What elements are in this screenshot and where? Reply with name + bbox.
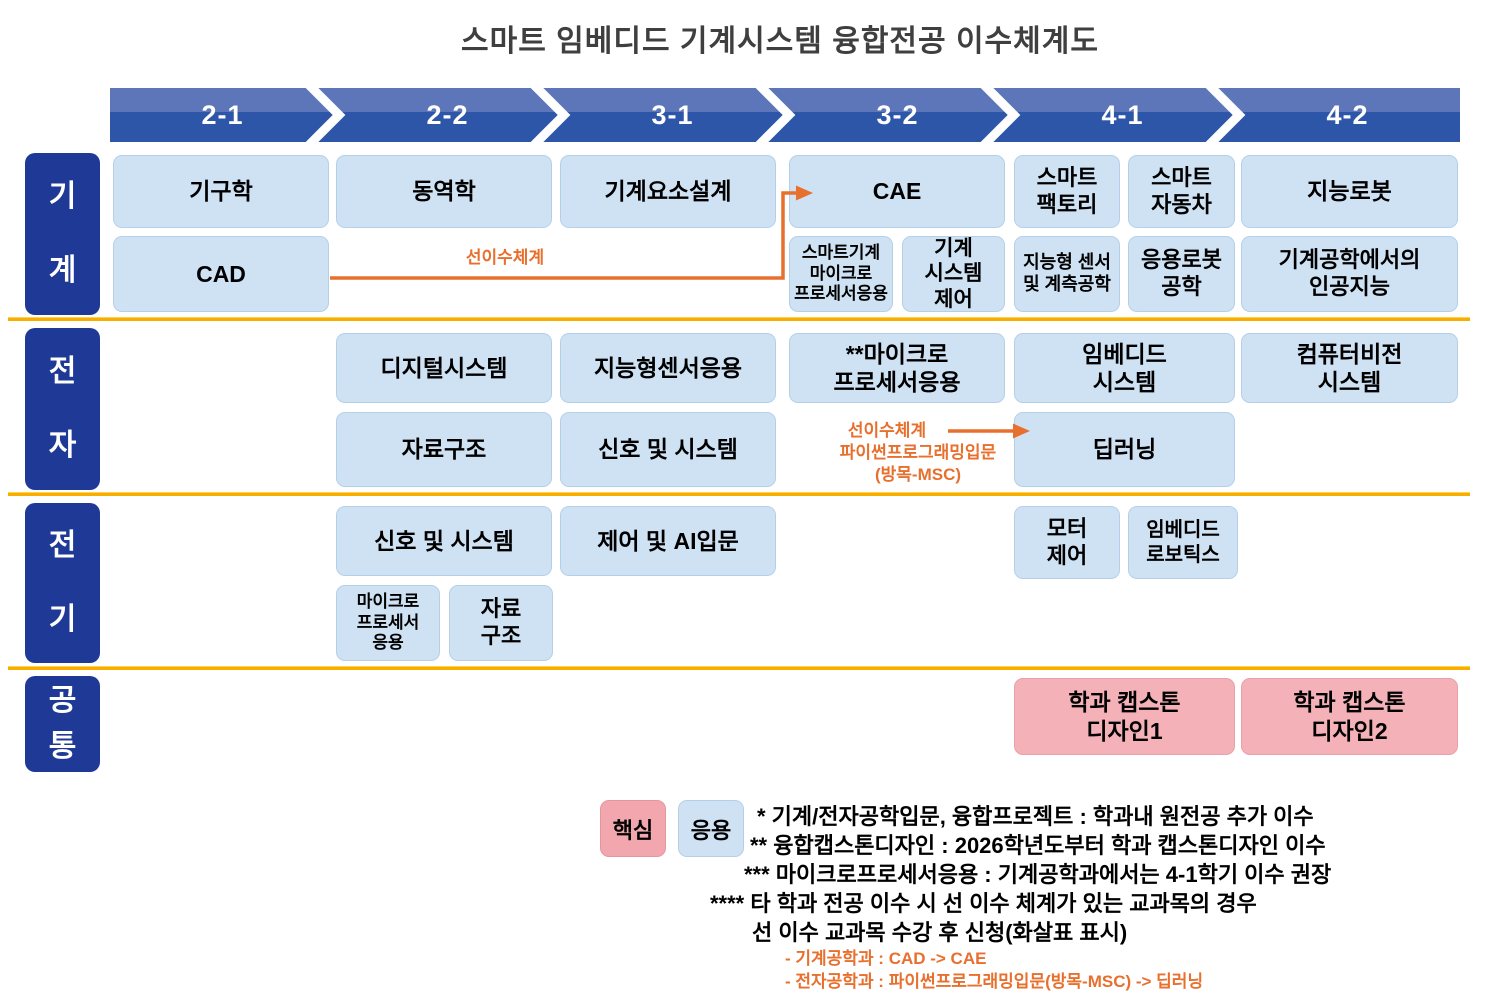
course-cad: CAD: [113, 236, 329, 312]
footnote-line-4: **** 타 학과 전공 이수 시 선 이수 체계가 있는 교과목의 경우: [710, 891, 1257, 916]
course-capstone-design-2: 학과 캡스톤 디자인2: [1241, 678, 1458, 755]
course-computer-vision-system: 컴퓨터비전 시스템: [1241, 333, 1458, 403]
legend-core-box: 핵심: [600, 800, 666, 857]
footnote-line-2: ** 융합캡스톤디자인 : 2026학년도부터 학과 캡스톤디자인 이수: [750, 833, 1326, 858]
course-deep-learning: 딥러닝: [1014, 412, 1235, 487]
section-divider-1: [8, 317, 1470, 321]
row-label-mechanical: 기 계: [25, 153, 100, 315]
row-label-electrical: 전 기: [25, 503, 100, 663]
footnote-orange-elec: - 전자공학과 : 파이썬프로그래밍입문(방목-MSC) -> 딥러닝: [785, 972, 1204, 991]
semester-3-2: 3-2: [876, 100, 919, 130]
course-capstone-design-1: 학과 캡스톤 디자인1: [1014, 678, 1235, 755]
semester-3-1: 3-1: [651, 100, 694, 130]
semester-4-1: 4-1: [1101, 100, 1144, 130]
course-intelligent-sensor-app: 지능형센서응용: [560, 333, 776, 403]
legend-applied-box: 응용: [678, 800, 744, 857]
row-label-common: 공 통: [25, 676, 100, 772]
course-microprocessor-app-elect: 마이크로 프로세서 응용: [336, 585, 440, 661]
course-smart-factory: 스마트 팩토리: [1014, 155, 1120, 228]
course-kinematics: 기구학: [113, 155, 329, 228]
course-machine-system-control: 기계 시스템 제어: [902, 236, 1005, 312]
course-digital-system: 디지털시스템: [336, 333, 552, 403]
footnote-line-5: 선 이수 교과목 수강 후 신청(화살표 표시): [752, 920, 1128, 945]
course-signals-systems-elect: 신호 및 시스템: [336, 506, 552, 576]
course-intelligent-robot: 지능로봇: [1241, 155, 1458, 228]
footnotes: * 기계/전자공학입문, 융합프로젝트 : 학과내 원전공 추가 이수 ** 융…: [700, 802, 1490, 993]
section-divider-2: [8, 492, 1470, 496]
course-cae: CAE: [789, 155, 1005, 228]
course-data-structure-elec: 자료구조: [336, 412, 552, 487]
course-smart-machine-microprocessor: 스마트기계 마이크로 프로세서응용: [789, 236, 893, 312]
course-data-structure-elect: 자료 구조: [449, 585, 553, 661]
course-ai-in-mechanical: 기계공학에서의 인공지능: [1241, 236, 1458, 312]
section-divider-3: [8, 666, 1470, 670]
prereq-label-mech: 선이수체계: [465, 248, 545, 267]
course-microprocessor-app-elec: **마이크로 프로세서응용: [789, 333, 1005, 403]
row-label-electronics: 전 자: [25, 328, 100, 490]
page-title: 스마트 임베디드 기계시스템 융합전공 이수체계도: [461, 25, 1099, 58]
course-machine-element-design: 기계요소설계: [560, 155, 776, 228]
footnote-line-3: *** 마이크로프로세서응용 : 기계공학과에서는 4-1학기 이수 권장: [744, 862, 1332, 887]
semester-2-2: 2-2: [426, 100, 469, 130]
course-motor-control: 모터 제어: [1014, 506, 1120, 579]
footnote-line-1: * 기계/전자공학입문, 융합프로젝트 : 학과내 원전공 추가 이수: [757, 804, 1314, 829]
course-signals-systems-elec: 신호 및 시스템: [560, 412, 776, 487]
course-intelligent-sensor-metrology: 지능형 센서 및 계측공학: [1014, 236, 1120, 312]
prereq-label-elec-title: 선이수체계: [847, 421, 927, 440]
footnote-orange-mech: - 기계공학과 : CAD -> CAE: [785, 949, 987, 968]
semester-2-1: 2-1: [201, 100, 244, 130]
course-smart-car: 스마트 자동차: [1128, 155, 1235, 228]
prereq-label-elec-course: 파이썬프로그래밍입문 (방목-MSC): [839, 443, 997, 484]
semester-4-2: 4-2: [1326, 100, 1369, 130]
course-applied-robotics: 응용로봇 공학: [1128, 236, 1235, 312]
course-embedded-robotics: 임베디드 로보틱스: [1128, 506, 1238, 579]
course-dynamics: 동역학: [336, 155, 552, 228]
semester-header-bar: 2-1 2-2 3-1 3-2 4-1 4-2: [110, 88, 1460, 142]
course-embedded-system: 임베디드 시스템: [1014, 333, 1235, 403]
course-control-ai-intro: 제어 및 AI입문: [560, 506, 776, 576]
